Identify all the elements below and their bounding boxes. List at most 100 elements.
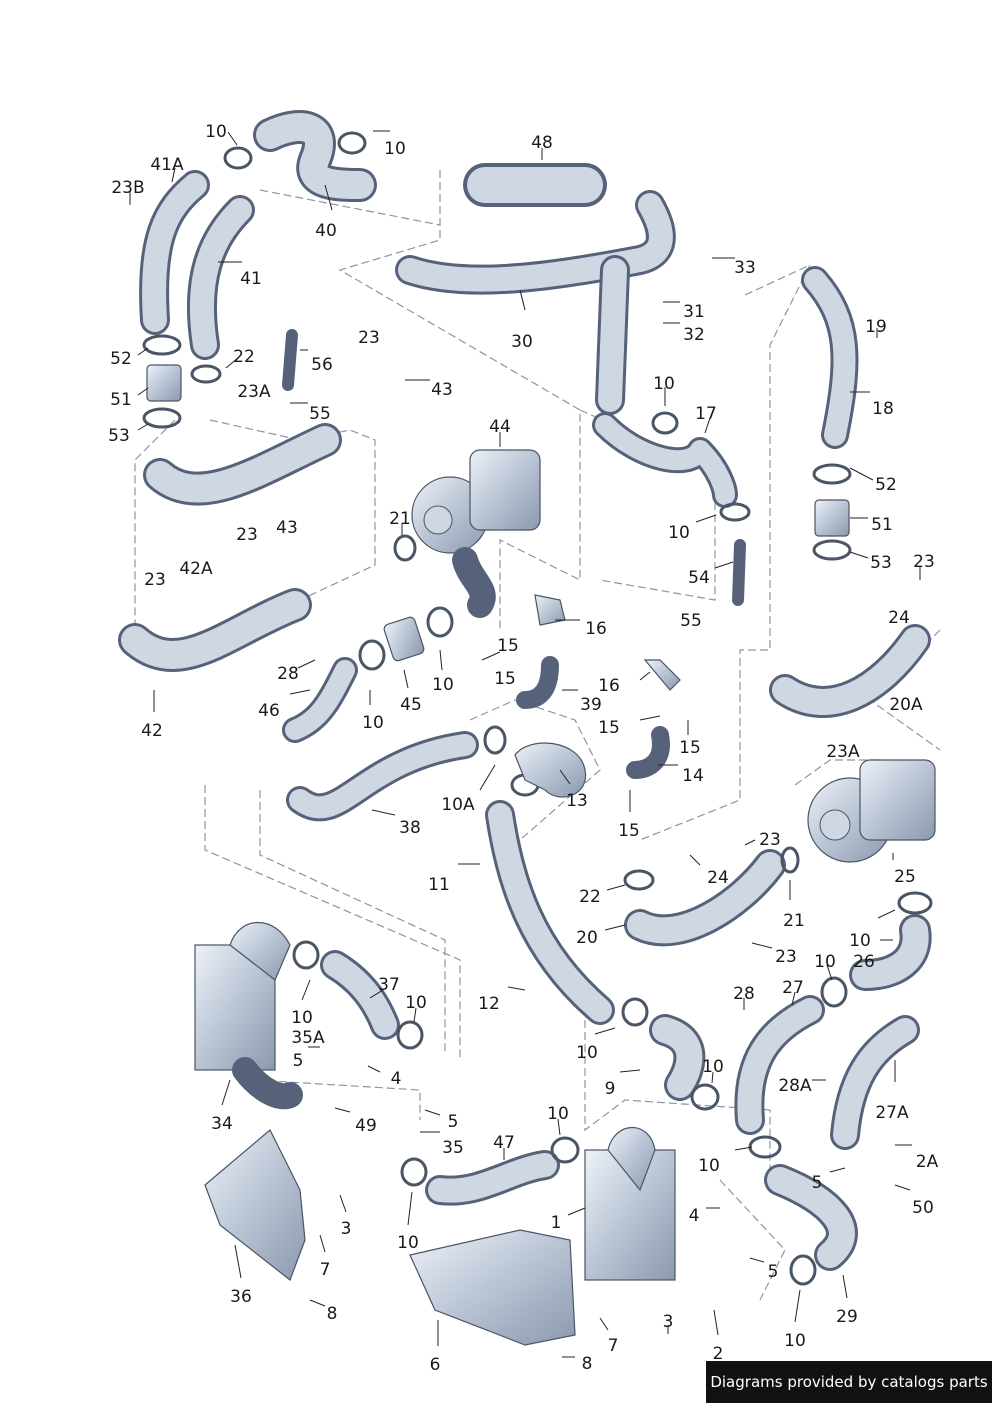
part-callout-label: 14	[682, 766, 704, 786]
part-callout-label: 27	[782, 978, 804, 998]
part-callout-label: 10A	[441, 795, 475, 815]
part-callout-label: 48	[531, 133, 553, 153]
part-callout-label: 42A	[179, 559, 213, 579]
part-callout-label: 5	[768, 1262, 779, 1282]
part-callout-label: 41	[240, 269, 262, 289]
part-callout-label: 50	[912, 1198, 934, 1218]
part-callout-label: 16	[598, 676, 620, 696]
part-callout-label: 7	[608, 1336, 619, 1356]
part-callout-label: 5	[812, 1173, 823, 1193]
part-callout-label: 21	[389, 509, 411, 529]
part-callout-label: 43	[431, 380, 453, 400]
part-callout-label: 10	[784, 1331, 806, 1351]
part-callout-label: 10	[849, 931, 871, 951]
part-callout-label: 10	[405, 993, 427, 1013]
part-callout-label: 12	[478, 994, 500, 1014]
part-callout-label: 25	[894, 867, 916, 887]
credit-banner: Diagrams provided by catalogs parts	[706, 1361, 992, 1403]
part-callout-label: 52	[875, 475, 897, 495]
part-callout-label: 7	[320, 1260, 331, 1280]
part-callout-label: 20A	[889, 695, 923, 715]
part-callout-label: 23	[236, 525, 258, 545]
part-callout-label: 15	[679, 738, 701, 758]
part-callout-label: 15	[494, 669, 516, 689]
part-callout-label: 10	[698, 1156, 720, 1176]
part-callout-label: 10	[702, 1057, 724, 1077]
hose-group	[118, 110, 932, 1271]
part-callout-label: 10	[205, 122, 227, 142]
part-callout-label: 41A	[150, 155, 184, 175]
part-callout-label: 36	[230, 1287, 252, 1307]
part-callout-label: 10	[397, 1233, 419, 1253]
part-callout-label: 53	[870, 553, 892, 573]
part-callout-label: 51	[110, 390, 132, 410]
part-callout-label: 5	[293, 1051, 304, 1071]
part-callout-label: 10	[291, 1008, 313, 1028]
part-callout-label: 28	[277, 664, 299, 684]
intercooler-group	[194, 922, 676, 1346]
part-callout-label: 23A	[237, 382, 271, 402]
part-callout-label: 8	[582, 1354, 593, 1374]
part-callout-label: 10	[384, 139, 406, 159]
part-callout-label: 23A	[826, 742, 860, 762]
part-callout-label: 23B	[111, 178, 144, 198]
part-callout-label: 15	[497, 636, 519, 656]
part-callout-label: 31	[683, 302, 705, 322]
part-callout-label: 10	[653, 374, 675, 394]
part-callout-label: 51	[871, 515, 893, 535]
part-callout-label: 9	[605, 1079, 616, 1099]
part-callout-label: 23	[144, 570, 166, 590]
part-callout-label: 8	[327, 1304, 338, 1324]
part-callout-label: 55	[680, 611, 702, 631]
part-callout-label: 28A	[778, 1076, 812, 1096]
part-callout-label: 16	[585, 619, 607, 639]
part-callout-label: 47	[493, 1133, 515, 1153]
part-callout-label: 45	[400, 695, 422, 715]
part-callout-label: 38	[399, 818, 421, 838]
part-callout-label: 22	[579, 887, 601, 907]
part-callout-label: 35A	[291, 1028, 325, 1048]
part-callout-label: 21	[783, 911, 805, 931]
part-callout-label: 6	[430, 1355, 441, 1375]
part-callout-label: 43	[276, 518, 298, 538]
part-callout-label: 23	[775, 947, 797, 967]
part-callout-label: 49	[355, 1116, 377, 1136]
part-callout-label: 24	[707, 868, 729, 888]
part-callout-label: 46	[258, 701, 280, 721]
part-callout-label: 29	[836, 1307, 858, 1327]
part-callout-label: 23	[358, 328, 380, 348]
part-callout-label: 15	[598, 718, 620, 738]
part-callout-label: 39	[580, 695, 602, 715]
part-callout-label: 32	[683, 325, 705, 345]
part-callout-label: 56	[311, 355, 333, 375]
part-callout-label: 53	[108, 426, 130, 446]
part-callout-label: 10	[547, 1104, 569, 1124]
part-callout-label: 44	[489, 417, 511, 437]
part-callout-label: 19	[865, 317, 887, 337]
part-callout-label: 28	[733, 984, 755, 1004]
part-callout-label: 5	[448, 1112, 459, 1132]
part-callout-label: 22	[233, 347, 255, 367]
part-callout-label: 34	[211, 1114, 233, 1134]
part-callout-label: 20	[576, 928, 598, 948]
turbocharger-group	[411, 449, 936, 863]
part-callout-label: 30	[511, 332, 533, 352]
part-callout-label: 52	[110, 349, 132, 369]
part-callout-label: 13	[566, 791, 588, 811]
part-callout-label: 10	[814, 952, 836, 972]
part-callout-label: 10	[432, 675, 454, 695]
part-callout-label: 3	[663, 1312, 674, 1332]
fittings-group	[142, 131, 933, 1286]
part-callout-label: 10	[668, 523, 690, 543]
part-callout-label: 42	[141, 721, 163, 741]
part-callout-label: 4	[689, 1206, 700, 1226]
part-callout-label: 33	[734, 258, 756, 278]
part-callout-label: 37	[378, 975, 400, 995]
part-callout-label: 55	[309, 404, 331, 424]
part-callout-label: 26	[853, 952, 875, 972]
part-callout-label: 4	[391, 1069, 402, 1089]
part-callout-label: 17	[695, 404, 717, 424]
part-callout-label: 35	[442, 1138, 464, 1158]
